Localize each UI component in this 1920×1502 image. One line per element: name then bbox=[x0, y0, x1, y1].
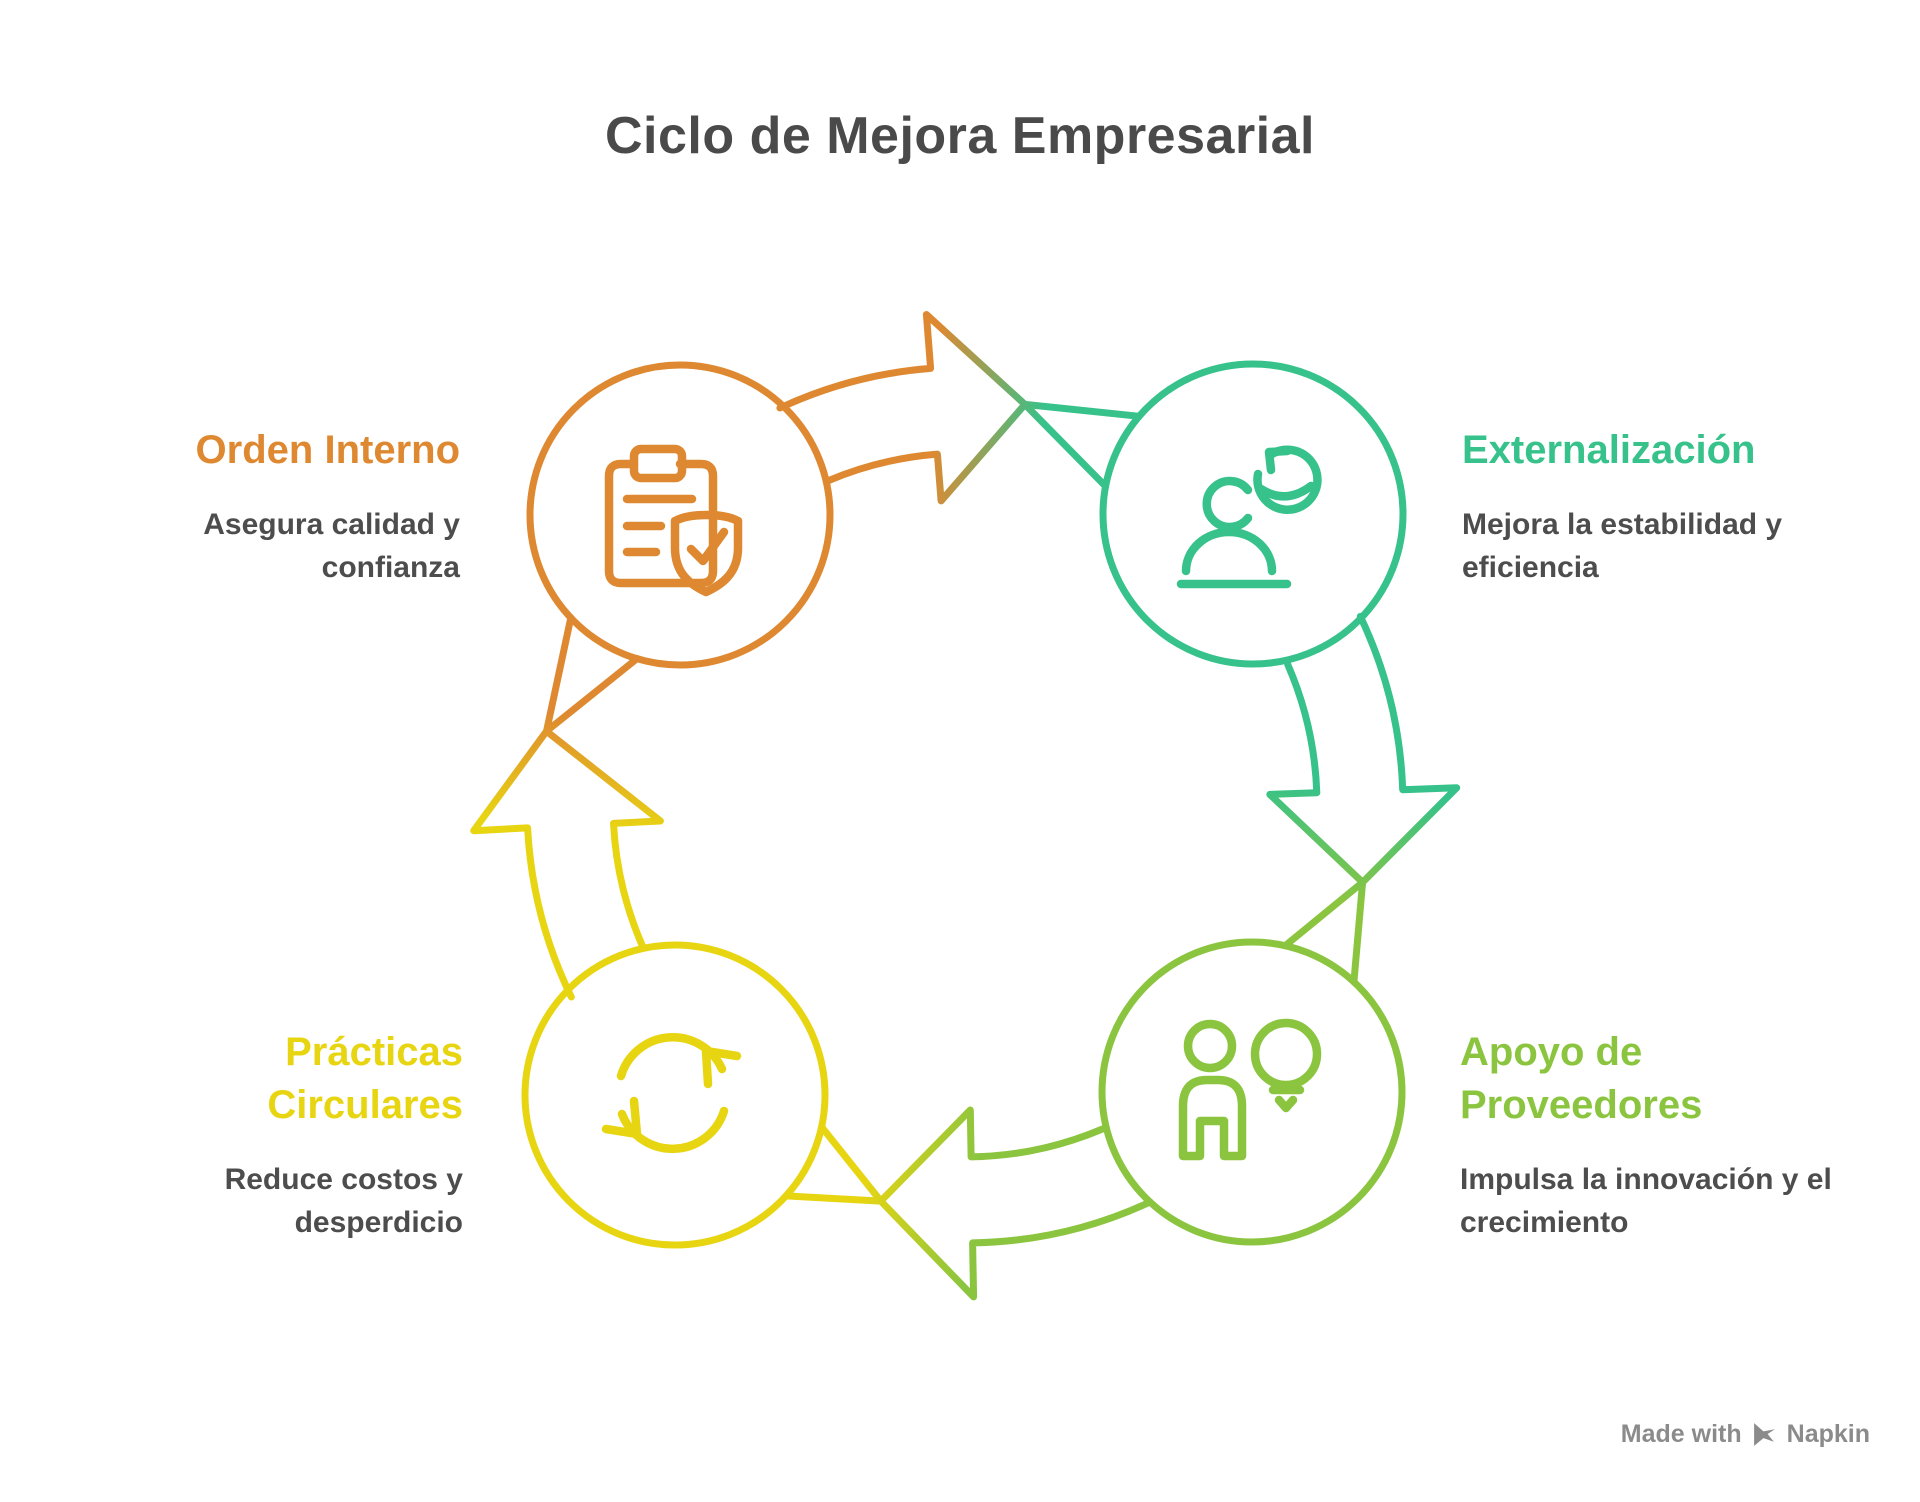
made-with-napkin: Made with Napkin bbox=[1621, 1420, 1870, 1449]
node-label: Orden Interno bbox=[195, 428, 460, 472]
node-circle-apoyo-proveedores bbox=[1098, 938, 1406, 1246]
circular-arrows-icon bbox=[601, 1033, 742, 1154]
person-idea-icon bbox=[1178, 1018, 1322, 1161]
arrow-practicas-to-orden bbox=[470, 614, 664, 1001]
node-circle-practicas bbox=[521, 941, 829, 1249]
node-circle-orden-interno bbox=[526, 361, 834, 669]
napkin-logo-icon bbox=[1753, 1423, 1775, 1446]
arrow-orden-to-externalizacion bbox=[776, 311, 1143, 505]
arrow-apoyo-to-practicas bbox=[782, 1106, 1154, 1301]
node-circle-externalizacion bbox=[1099, 360, 1407, 668]
clipboard-check-icon bbox=[604, 444, 743, 597]
page-title: Ciclo de Mejora Empresarial bbox=[605, 107, 1315, 165]
node-label: Externalización bbox=[1462, 428, 1756, 472]
brand-label: Napkin bbox=[1786, 1420, 1870, 1448]
made-with-label: Made with bbox=[1620, 1420, 1742, 1448]
person-sync-icon bbox=[1176, 445, 1322, 589]
arrow-externalizacion-to-apoyo bbox=[1266, 612, 1461, 986]
